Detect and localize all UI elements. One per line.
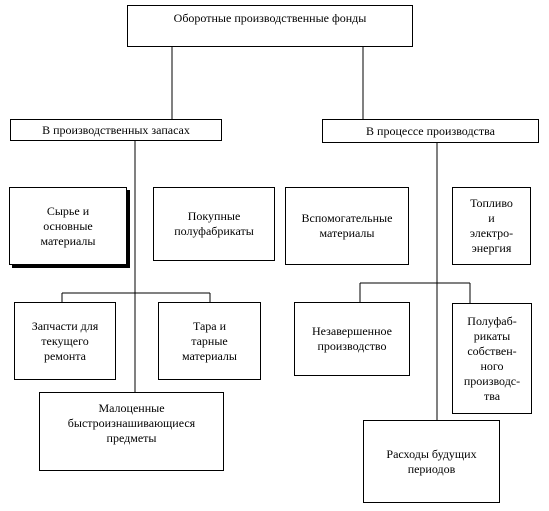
fuel-energy-box: Топливо и электро- энергия xyxy=(452,187,531,265)
work-in-progress-box: Незавершенное производство xyxy=(294,302,410,376)
root-box: Оборотные производственные фонды xyxy=(127,5,413,47)
root-label: Оборотные производственные фонды xyxy=(173,11,367,25)
deferred-expenses-box: Расходы будущих периодов xyxy=(363,420,500,503)
right-branch-box: В процессе производства xyxy=(322,119,539,143)
left-branch-label: В производственных запасах xyxy=(42,122,190,137)
raw-materials-box: Сырье и основные материалы xyxy=(9,187,127,265)
low-value-items-label: Малоценные быстроизнашивающиеся предметы xyxy=(67,401,196,445)
containers-box: Тара и тарные материалы xyxy=(158,302,261,380)
auxiliary-materials-label: Вспомогательные материалы xyxy=(301,211,393,240)
right-branch-label: В процессе производства xyxy=(366,123,495,138)
deferred-expenses-label: Расходы будущих периодов xyxy=(386,446,477,476)
own-semifinished-box: Полуфаб- рикаты собствен- ного производс… xyxy=(452,303,532,414)
work-in-progress-label: Незавершенное производство xyxy=(311,324,392,353)
purchased-semifinished-box: Покупные полуфабрикаты xyxy=(153,187,275,261)
spare-parts-box: Запчасти для текущего ремонта xyxy=(14,302,116,380)
raw-materials-label: Сырье и основные материалы xyxy=(40,203,96,248)
fuel-energy-label: Топливо и электро- энергия xyxy=(469,196,514,255)
auxiliary-materials-box: Вспомогательные материалы xyxy=(285,187,409,265)
spare-parts-label: Запчасти для текущего ремонта xyxy=(31,318,99,363)
purchased-semifinished-label: Покупные полуфабрикаты xyxy=(174,209,254,238)
low-value-items-box: Малоценные быстроизнашивающиеся предметы xyxy=(39,392,224,471)
containers-label: Тара и тарные материалы xyxy=(181,318,237,363)
left-branch-box: В производственных запасах xyxy=(10,119,222,141)
own-semifinished-label: Полуфаб- рикаты собствен- ного производс… xyxy=(463,313,521,403)
